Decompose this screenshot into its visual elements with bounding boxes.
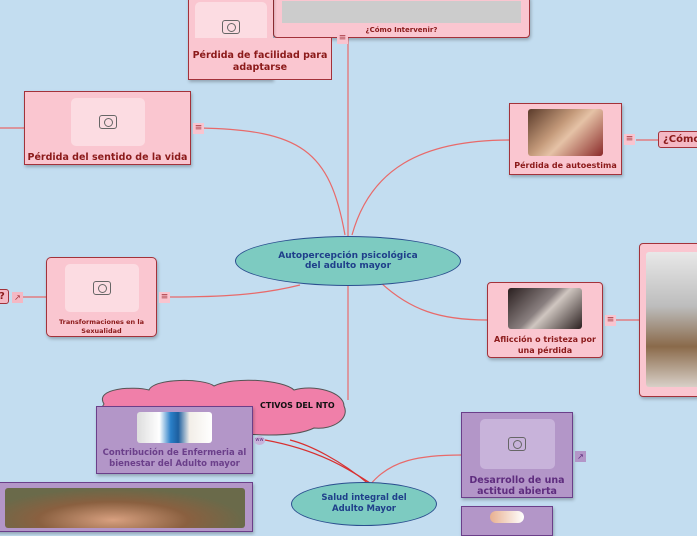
elderly-man-photo [528,109,603,156]
image-placeholder [282,1,521,23]
node-image-right[interactable] [639,243,697,397]
node-como-intervenir[interactable]: ¿Cómo Intervenir? [273,0,530,38]
node-label: Transformaciones en la Sexualidad [58,318,145,335]
menu-icon[interactable]: ≡ [337,33,348,44]
node-label: Pérdida de autoestima [514,161,617,170]
node-label: ¿Cómo Intervenir? [365,26,438,34]
woman-photo [5,488,245,528]
external-link-icon[interactable]: ↗ [575,451,586,462]
node-label: Salud integral del Adulto Mayor [321,493,407,514]
node-label: Aflicción o tristeza por una pérdida [494,335,596,355]
node-perdida-adaptarse-text: Pérdida de facilidad para adaptarse [188,38,332,80]
external-link-icon[interactable]: ↗ [12,292,23,303]
link-badge[interactable]: ww [254,436,265,445]
node-contribucion-enfermeria[interactable]: Contribución de Enfermeria al bienestar … [96,406,253,474]
node-transformaciones-sexualidad[interactable]: Transformaciones en la Sexualidad [46,257,157,337]
menu-icon[interactable]: ≡ [605,315,616,326]
node-label: Desarrollo de una actitud abierta [469,475,565,497]
node-afliccion[interactable]: Aflicción o tristeza por una pérdida [487,282,603,358]
people-photo [490,511,524,523]
menu-icon[interactable]: ≡ [159,292,170,303]
node-label: Contribución de Enfermeria al bienestar … [102,448,247,469]
node-salud-integral[interactable]: Salud integral del Adulto Mayor [291,482,437,526]
image-placeholder [479,419,555,469]
camera-icon [92,281,111,295]
node-label: Pérdida de facilidad para adaptarse [192,50,328,73]
central-topic[interactable]: Autopercepción psicológica del adulto ma… [235,236,461,286]
camera-icon [508,437,526,451]
central-label: Autopercepción psicológica del adulto ma… [278,251,418,271]
node-photo-bottom-left[interactable] [0,482,253,532]
node-photo-bottom-right[interactable] [461,506,553,536]
room-photo [646,252,697,387]
camera-icon [222,20,240,34]
node-question[interactable]: ? [0,289,9,304]
connector-lines [0,38,660,486]
elderly-woman-photo [508,288,582,329]
image-placeholder [64,264,139,312]
menu-icon[interactable]: ≡ [193,123,204,134]
camera-icon [98,115,117,129]
node-como[interactable]: ¿Cómo [658,131,697,148]
node-label: Pérdida del sentido de la vida [27,152,188,163]
menu-icon[interactable]: ≡ [624,134,635,145]
cloud-label: CTIVOS DEL NTO [260,401,335,410]
nurse-photo [137,412,212,443]
node-perdida-autoestima[interactable]: Pérdida de autoestima [509,103,622,175]
image-placeholder [70,98,145,146]
node-perdida-sentido[interactable]: Pérdida del sentido de la vida [24,91,191,165]
node-actitud-abierta[interactable]: Desarrollo de una actitud abierta [461,412,573,498]
